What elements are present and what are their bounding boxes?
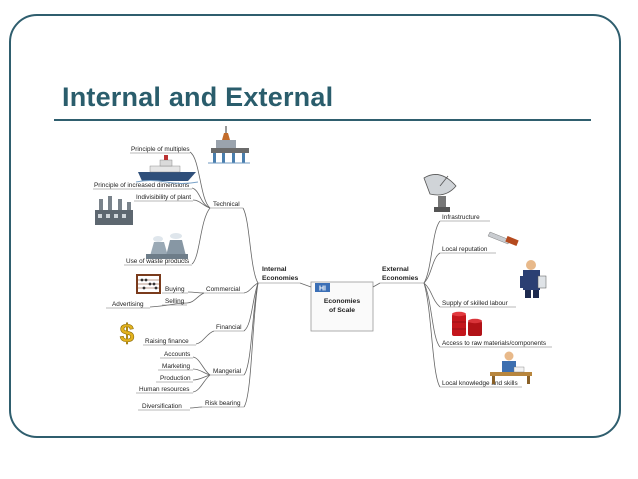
- trunk-raw-materials: [423, 282, 441, 348]
- internal-label-line2: Economies: [262, 275, 298, 282]
- center-logo-text: HI: [319, 286, 326, 293]
- commercial-item-2: Selling: [165, 298, 185, 305]
- worker-icon: [520, 260, 547, 298]
- external-label-line1: External: [382, 266, 409, 273]
- trunk-risk: [243, 282, 259, 408]
- financial-item-1: Raising finance: [145, 338, 189, 345]
- external-hub: External Economies: [380, 266, 424, 284]
- technical-item-2: Principle of increased dimensions: [94, 182, 189, 189]
- technical-item-4: Use of waste products: [126, 258, 189, 265]
- trunk-reputation: [423, 252, 441, 284]
- connector-internal: [299, 282, 312, 288]
- technical-label: Technical: [213, 201, 240, 208]
- abacus-icon: [136, 274, 161, 294]
- trunk-financial: [243, 282, 259, 332]
- risk-label: Risk bearing: [205, 400, 241, 407]
- external-item-3: Supply of skilled labour: [442, 300, 509, 307]
- knife-icon: [487, 231, 519, 247]
- external-item-4: Access to raw materials/components: [442, 340, 546, 347]
- branch-risk-bearing: Risk bearing Diversification: [138, 400, 244, 411]
- external-item-1: Infrastructure: [442, 214, 480, 221]
- ship-icon: [135, 155, 199, 184]
- trunk-labour: [423, 282, 441, 308]
- oil-barrels-icon: [452, 311, 482, 336]
- managerial-item-2: Marketing: [162, 363, 191, 370]
- center-label-line2: of Scale: [329, 307, 355, 314]
- trunk-commercial: [243, 282, 259, 294]
- internal-hub: Internal Economies: [258, 266, 300, 284]
- center-label-line1: Economies: [324, 298, 360, 305]
- factory-icon: [95, 196, 133, 225]
- commercial-item-3: Advertising: [112, 301, 144, 308]
- oil-rig-icon: [208, 126, 250, 164]
- commercial-item-1: Buying: [165, 286, 185, 293]
- trunk-technical: [242, 207, 259, 284]
- dollar-sign-icon: $: [119, 318, 135, 349]
- trunk-managerial: [243, 282, 259, 376]
- center-logo-icon: HI: [315, 283, 330, 293]
- trunk-knowledge: [423, 282, 441, 388]
- external-item-5: Local knowledge and skills: [442, 380, 518, 387]
- title-rule: [54, 119, 591, 121]
- branch-financial: Financial Raising finance: [143, 324, 244, 346]
- branch-managerial: Mangerial Accounts Marketing Production …: [136, 351, 244, 394]
- managerial-item-3: Production: [160, 375, 191, 382]
- connector-external: [372, 282, 381, 288]
- technical-item-3: Indivisibility of plant: [136, 194, 191, 201]
- external-item-2: Local reputation: [442, 246, 488, 253]
- commercial-label: Commercial: [206, 286, 240, 293]
- trunk-infrastructure: [423, 220, 441, 284]
- svg-text:$: $: [120, 318, 135, 348]
- slide-title: Internal and External: [62, 82, 334, 112]
- person-at-desk-icon: [490, 351, 532, 384]
- satellite-dish-icon: [423, 174, 457, 212]
- technical-item-1: Principle of multiples: [131, 146, 190, 153]
- center-node: HI Economies of Scale: [310, 281, 374, 332]
- branch-technical: Technical Principle of multiples Princip…: [93, 146, 243, 266]
- internal-label-line1: Internal: [262, 266, 287, 273]
- branch-commercial: Commercial Buying Selling Advertising: [106, 286, 244, 309]
- financial-label: Financial: [216, 324, 242, 331]
- risk-item-1: Diversification: [142, 403, 182, 410]
- power-plant-icon: [146, 233, 188, 259]
- external-items: Infrastructure Local reputation Supply o…: [440, 214, 552, 388]
- managerial-item-1: Accounts: [164, 351, 190, 358]
- external-label-line2: Economies: [382, 275, 418, 282]
- managerial-label: Mangerial: [213, 368, 241, 375]
- managerial-item-4: Human resources: [139, 386, 189, 393]
